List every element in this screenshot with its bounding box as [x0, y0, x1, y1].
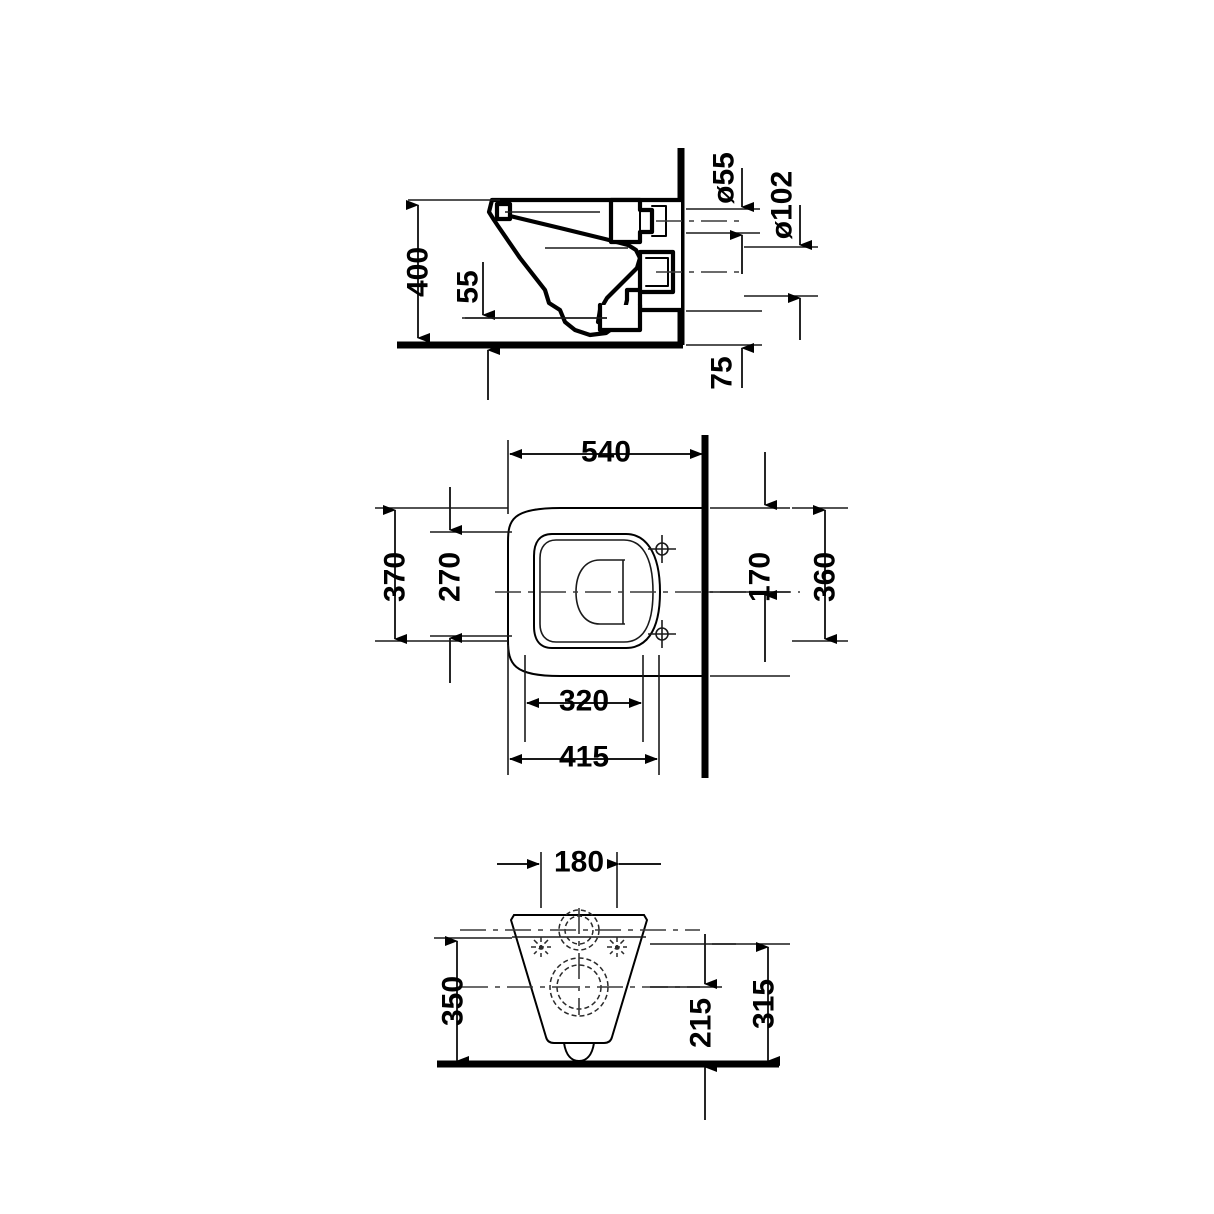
dim-540-label: 540 — [581, 436, 631, 469]
dimension-315: 315 — [712, 942, 790, 1066]
plan-fixing-hole-lower — [648, 620, 676, 648]
dimension-170: 170 — [710, 452, 790, 677]
dim-415-label: 415 — [559, 741, 609, 774]
side-rim-lip — [494, 201, 513, 222]
dim-dia102-label: ø102 — [766, 171, 799, 239]
front-bottom-nub — [563, 1042, 595, 1062]
dimension-370: 370 — [375, 505, 508, 644]
front-fixing-bolt-right-cross — [607, 937, 627, 957]
dim-400-label: 400 — [402, 247, 435, 297]
dim-75-label: 75 — [706, 356, 739, 389]
dimension-75: 75 — [686, 310, 762, 390]
dimension-350: 350 — [434, 936, 512, 1066]
dimension-540: 540 — [507, 436, 703, 514]
dimension-360: 360 — [792, 505, 848, 644]
front-view: 180 350 215 315 — [434, 846, 790, 1120]
dimension-400: 400 — [402, 199, 500, 343]
dimension-215: 215 — [650, 934, 736, 1120]
dimension-320: 320 — [524, 655, 644, 742]
dimension-dia-55: ø55 — [686, 152, 760, 274]
front-fixing-bolt-left — [531, 937, 551, 957]
front-bowl-outline — [510, 914, 648, 1044]
plan-seat-ring-outer — [533, 533, 661, 649]
dim-350-label: 350 — [437, 976, 470, 1026]
dimension-270: 270 — [430, 487, 512, 683]
dim-55-label: 55 — [452, 270, 485, 303]
front-fixing-bolt-right — [607, 937, 627, 957]
dim-370-label: 370 — [379, 552, 412, 602]
side-section-view: 400 55 ø55 ø102 — [397, 148, 818, 400]
dimension-180: 180 — [497, 846, 661, 908]
dimension-dia-102: ø102 — [744, 171, 818, 340]
dim-270-label: 270 — [434, 552, 467, 602]
dimension-415: 415 — [507, 645, 660, 775]
top-plan-view: 540 370 270 170 — [375, 435, 848, 778]
front-fixing-bolt-left-cross — [531, 937, 551, 957]
dimension-55-height: 55 — [452, 262, 607, 320]
dim-215-label: 215 — [685, 998, 718, 1048]
plan-fixing-hole-upper — [648, 535, 676, 563]
side-flush-inlet-box — [608, 197, 655, 245]
dim-170-label: 170 — [744, 552, 777, 602]
plan-fixing-hole-lower-cross — [648, 620, 676, 648]
dim-dia55-label: ø55 — [708, 152, 741, 204]
plan-fixing-hole-upper-cross — [648, 535, 676, 563]
dim-180-label: 180 — [554, 846, 604, 879]
dim-320-label: 320 — [559, 685, 609, 718]
dim-360-label: 360 — [809, 552, 842, 602]
dim-315-label: 315 — [748, 979, 781, 1029]
plan-bowl-outline — [507, 507, 706, 677]
plan-seat-ring-inner — [539, 539, 654, 643]
